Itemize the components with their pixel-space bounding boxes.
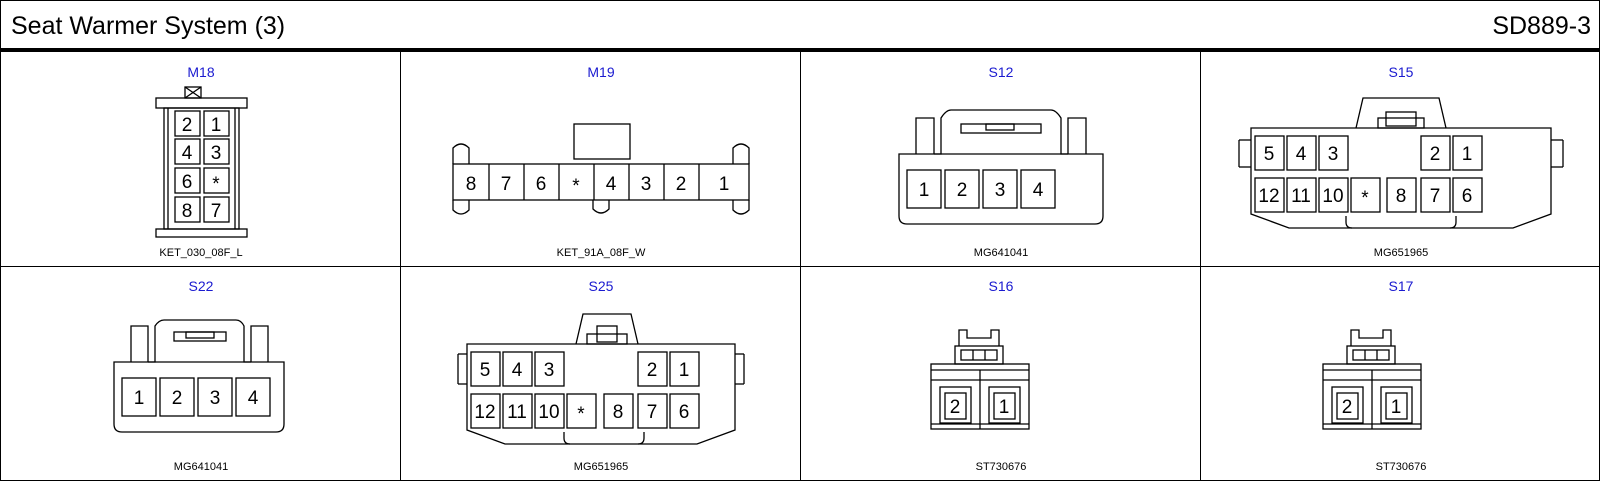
connector-id: S15 [1388,64,1414,80]
pin-label: 2 [957,180,968,201]
pin-label: * [1361,188,1369,209]
connector-part-number: KET_91A_08F_W [556,247,646,259]
connector-id: M18 [187,64,215,80]
connector-part-number: MG641041 [173,461,229,473]
connector-cell-s22: S22 1 2 3 4 MG641041 [1,266,401,480]
connector-part-number: ST730676 [1375,461,1427,473]
pin-label: 7 [1430,186,1441,207]
pin-label: 6 [182,172,193,193]
pin-label: 10 [538,402,559,423]
connector-id: S25 [588,278,614,294]
pin-label: 1 [679,360,690,381]
pin-label: 3 [210,388,221,409]
pin-label: 2 [950,397,961,418]
pin-label: 4 [248,388,259,409]
connector-s16-drawing: 2 1 [930,329,1030,430]
pin-label: 3 [211,143,222,164]
connector-part-number: KET_030_08F_L [159,247,243,259]
connector-cell-s17: S17 2 1 ST730676 [1201,266,1600,480]
pin-label: 2 [1342,397,1353,418]
pin-label: 2 [172,388,183,409]
grid-divider [0,480,1600,481]
pin-label: 8 [182,201,193,222]
pin-label: 12 [474,402,495,423]
connector-s17-drawing: 2 1 [1322,329,1422,430]
connector-id: S16 [988,278,1014,294]
pin-label: 2 [647,360,658,381]
pin-label: * [212,174,220,195]
connector-cell-s15: S15 5 4 [1201,52,1600,266]
pin-label: * [577,404,585,425]
connector-s12-drawing: 1 2 3 4 [898,109,1104,225]
pin-label: 1 [999,397,1010,418]
page-code: SD889-3 [1492,12,1591,40]
pin-label: 4 [1296,144,1307,165]
pin-label: 1 [134,388,145,409]
connector-s15-drawing: 5 4 3 2 1 12 11 10 * 8 7 6 [1238,97,1564,229]
pin-label: 8 [613,402,624,423]
pin-label: * [572,176,580,197]
diagram-header: Seat Warmer System (3) SD889-3 [0,0,1600,48]
grid-divider [0,266,1600,267]
connector-m19-drawing: 8 7 6 * 4 3 2 1 [452,123,750,215]
pin-label: 3 [1328,144,1339,165]
pin-label: 3 [995,180,1006,201]
pin-label: 5 [1264,144,1275,165]
connector-s25-drawing: 5 4 3 2 1 12 11 10 * 8 7 6 [457,313,745,445]
pin-label: 4 [606,174,617,195]
pin-label: 10 [1322,186,1343,207]
page-title: Seat Warmer System (3) [11,12,286,40]
pin-label: 6 [1462,186,1473,207]
pin-label: 1 [211,115,222,136]
connector-grid: M18 2 1 4 3 6 [0,52,1600,480]
pin-label: 12 [1258,186,1279,207]
pin-label: 7 [501,174,512,195]
connector-cell-m18: M18 2 1 4 3 6 [1,52,401,266]
connector-cell-s16: S16 2 1 ST730676 [801,266,1201,480]
pin-label: 8 [1396,186,1407,207]
pin-label: 8 [466,174,477,195]
pin-label: 4 [512,360,523,381]
pin-label: 3 [544,360,555,381]
pin-label: 4 [182,143,193,164]
connector-cell-m19: M19 8 7 6 * 4 3 2 [401,52,801,266]
pin-label: 1 [1391,397,1402,418]
pin-label: 11 [1291,186,1311,207]
pin-label: 1 [719,174,730,195]
connector-m18-drawing: 2 1 4 3 6 * 8 7 [155,86,248,238]
pin-label: 2 [676,174,687,195]
pin-label: 1 [919,180,930,201]
pin-label: 6 [536,174,547,195]
connector-s22-drawing: 1 2 3 4 [113,319,285,433]
connector-id: S22 [188,278,214,294]
connector-id: S12 [988,64,1014,80]
connector-part-number: MG641041 [973,247,1029,259]
pin-label: 4 [1033,180,1044,201]
pin-label: 7 [211,201,222,222]
connector-id: S17 [1388,278,1414,294]
pin-label: 11 [507,402,527,423]
connector-part-number: MG651965 [1373,247,1429,259]
connector-cell-s12: S12 1 2 3 4 MG641041 [801,52,1201,266]
pin-label: 7 [647,402,658,423]
pin-label: 3 [641,174,652,195]
header-divider [0,48,1600,52]
connector-part-number: ST730676 [975,461,1027,473]
pin-label: 2 [182,115,193,136]
connector-id: M19 [587,64,615,80]
pin-label: 2 [1430,144,1441,165]
pin-label: 5 [480,360,491,381]
connector-cell-s25: S25 5 4 [401,266,801,480]
pin-label: 1 [1462,144,1473,165]
connector-part-number: MG651965 [573,461,629,473]
pin-label: 6 [679,402,690,423]
